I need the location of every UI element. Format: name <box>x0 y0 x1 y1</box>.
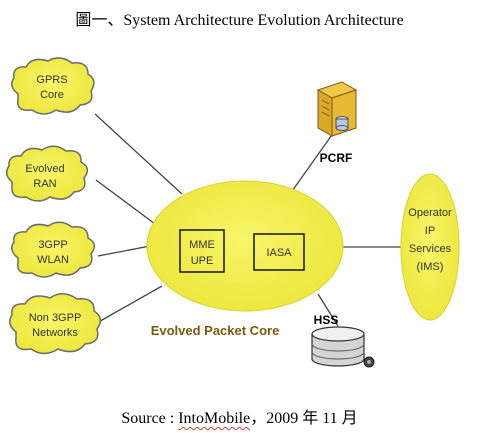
cloud-label-2: Networks <box>32 327 78 339</box>
evolved-packet-core: MME UPE IASA Evolved Packet Core <box>146 180 344 338</box>
server-icon <box>316 81 358 137</box>
cloud-non-3gpp-networks: Non 3GPP Networks <box>9 293 102 355</box>
link-gprs <box>94 113 183 195</box>
ims-label-4: (IMS) <box>417 261 444 273</box>
source-prefix: Source : <box>121 410 179 427</box>
ims-ellipse <box>400 173 460 321</box>
cloud-label-1: Non 3GPP <box>29 312 82 324</box>
link-evolved-ran <box>95 179 156 225</box>
hss-label: HSS <box>314 313 339 327</box>
ims-label-2: IP <box>425 225 435 237</box>
mme-upe-box <box>179 229 225 273</box>
link-3gpp-wlan <box>97 245 151 257</box>
figure-title: 圖一、System Architecture Evolution Archite… <box>75 12 404 29</box>
source-suffix: ，2009 年 11 月 <box>250 410 358 427</box>
link-hss <box>317 293 339 327</box>
core-ellipse <box>146 180 344 312</box>
ims-node: Operator IP Services (IMS) <box>400 173 460 321</box>
core-label: Evolved Packet Core <box>151 323 280 338</box>
iasa-box <box>253 233 305 271</box>
cloud-label-2: Core <box>40 89 64 101</box>
pcrf-label: PCRF <box>320 151 353 165</box>
upe-label: UPE <box>191 255 214 267</box>
cloud-label-2: RAN <box>33 178 56 190</box>
cloud-label-2: WLAN <box>37 254 69 266</box>
link-pcrf <box>289 131 335 195</box>
cloud-shape <box>5 145 89 202</box>
cloud-evolved-ran: Evolved RAN <box>5 145 89 202</box>
mme-label: MME <box>189 239 215 251</box>
hss-node: HSS <box>311 313 375 368</box>
ims-label-3: Services <box>409 243 452 255</box>
ims-label-1: Operator <box>408 207 452 219</box>
architecture-diagram: GPRS Core Evolved RAN 3GPP WLAN Non 3GPP… <box>5 57 460 368</box>
cloud-gprs-core: GPRS Core <box>11 57 95 115</box>
source-caption: Source : IntoMobile，2009 年 11 月 <box>0 404 479 428</box>
link-non3gpp <box>94 285 163 325</box>
cloud-shape <box>11 221 96 278</box>
cloud-shape <box>9 293 102 355</box>
cloud-shape <box>11 57 95 115</box>
iasa-label: IASA <box>266 247 292 259</box>
cloud-label-1: GPRS <box>36 74 67 86</box>
database-icon <box>311 326 375 368</box>
cloud-label-1: 3GPP <box>38 239 67 251</box>
source-brand: IntoMobile <box>178 410 251 427</box>
cloud-3gpp-wlan: 3GPP WLAN <box>11 221 96 278</box>
pcrf-node: PCRF <box>316 81 358 165</box>
connector-lines <box>94 113 402 327</box>
cloud-label-1: Evolved <box>25 163 64 175</box>
